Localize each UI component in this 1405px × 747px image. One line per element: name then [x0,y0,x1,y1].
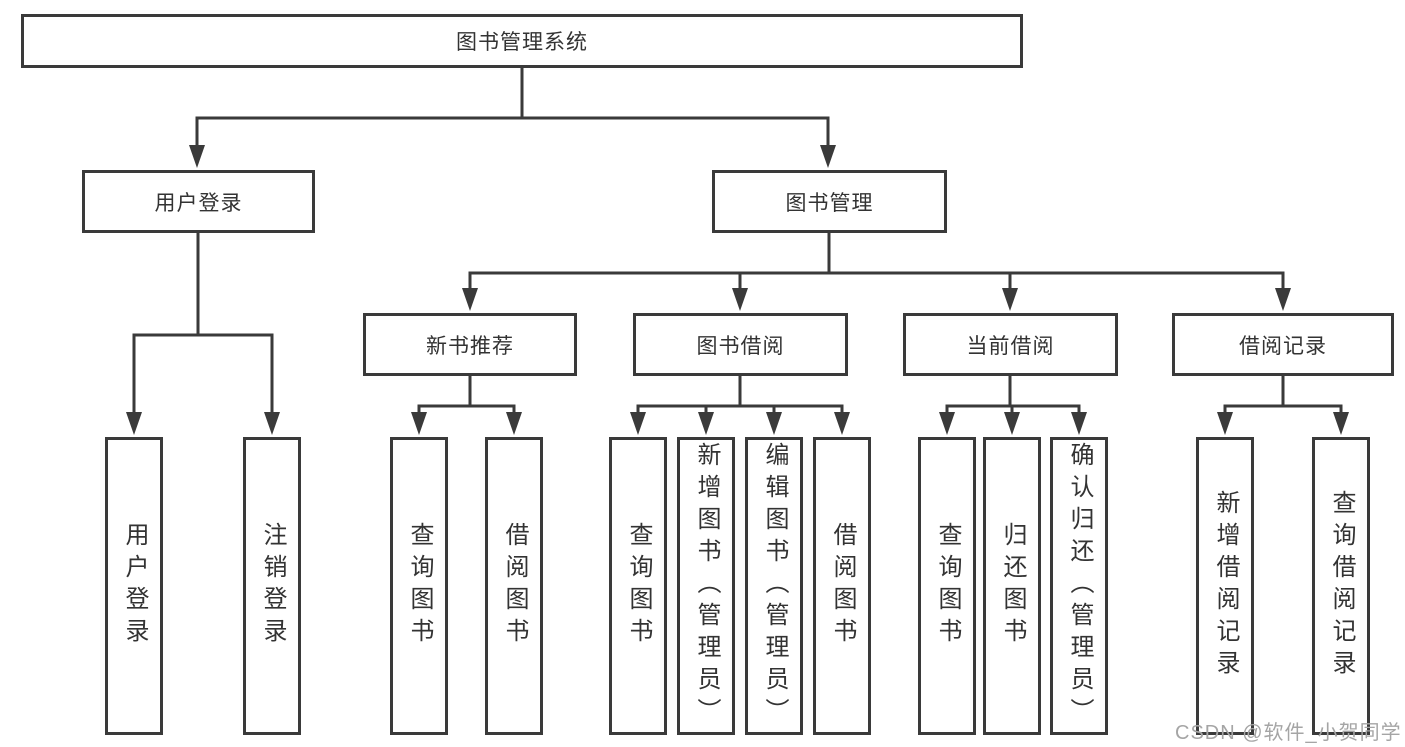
leaf-label: 查询借阅记录 [1328,490,1355,682]
leaf-user-login: 用户登录 [105,437,163,735]
leaf-label: 确认归还（管理员） [1066,442,1093,730]
leaf-return-book: 归还图书 [983,437,1041,735]
leaf-borrow-book-1: 借阅图书 [485,437,543,735]
leaf-borrow-book-2: 借阅图书 [813,437,871,735]
csdn-watermark: CSDN @软件_小贺同学 [1175,722,1402,744]
leaf-edit-book-admin: 编辑图书（管理员） [745,437,803,735]
leaf-query-book-3: 查询图书 [918,437,976,735]
node-label: 当前借阅 [966,334,1055,358]
leaf-query-book-2: 查询图书 [609,437,667,735]
node-label: 图书借阅 [696,334,785,358]
leaf-label: 查询图书 [625,522,652,650]
leaf-label: 编辑图书（管理员） [761,442,788,730]
arrowheads [126,145,1349,435]
leaf-label: 查询图书 [406,522,433,650]
leaf-label: 用户登录 [121,522,148,650]
node-label: 用户登录 [154,191,243,215]
node-label: 图书管理系统 [456,31,588,54]
leaf-label: 借阅图书 [829,522,856,650]
node-book-borrowing: 图书借阅 [633,313,848,376]
leaf-label: 新增借阅记录 [1212,490,1239,682]
node-library-management-system: 图书管理系统 [21,14,1023,68]
leaf-add-book-admin: 新增图书（管理员） [677,437,735,735]
leaf-add-borrow-record: 新增借阅记录 [1196,437,1254,735]
leaf-label: 注销登录 [259,522,286,650]
leaf-label: 新增图书（管理员） [693,442,720,730]
leaf-label: 归还图书 [999,522,1026,650]
node-new-book-recommend: 新书推荐 [363,313,577,376]
node-label: 借阅记录 [1239,334,1327,358]
leaf-label: 查询图书 [934,522,961,650]
node-book-management: 图书管理 [712,170,947,233]
node-user-login: 用户登录 [82,170,315,233]
leaf-label: 借阅图书 [501,522,528,650]
leaf-confirm-return-admin: 确认归还（管理员） [1050,437,1108,735]
leaf-query-borrow-record: 查询借阅记录 [1312,437,1370,735]
leaf-logout: 注销登录 [243,437,301,735]
node-borrowing-records: 借阅记录 [1172,313,1394,376]
leaf-query-book-1: 查询图书 [390,437,448,735]
node-current-borrowing: 当前借阅 [903,313,1118,376]
node-label: 新书推荐 [426,334,514,358]
node-label: 图书管理 [785,191,874,215]
